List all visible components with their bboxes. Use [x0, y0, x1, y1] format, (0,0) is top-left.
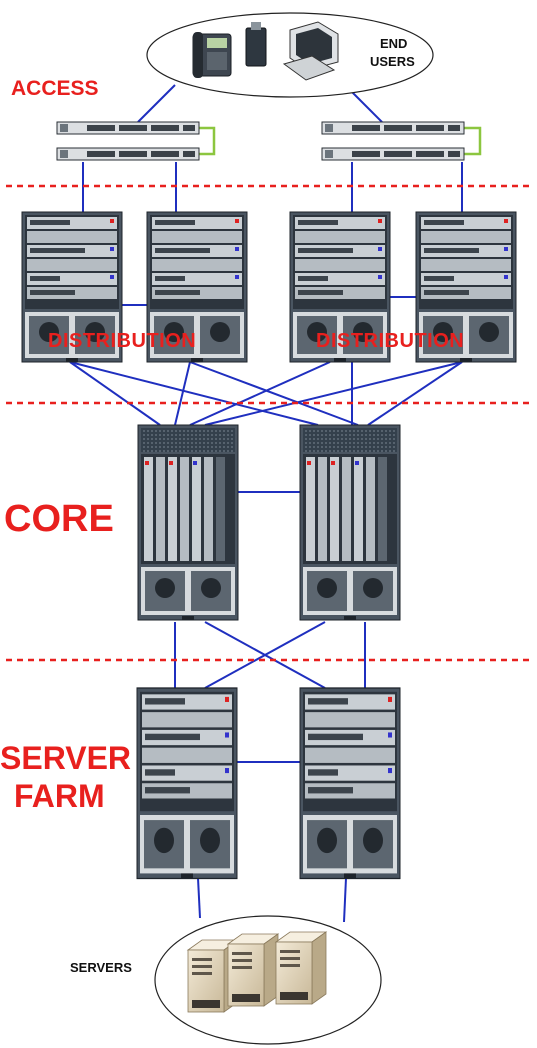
tower-server-icon	[275, 931, 327, 1005]
access-label: ACCESS	[11, 77, 99, 100]
server-farm-label-line2: FARM	[14, 778, 105, 814]
access-switch-left-top	[56, 121, 200, 135]
stack-links	[199, 126, 482, 156]
servers-label: SERVERS	[70, 960, 132, 975]
core-switch-left	[137, 424, 239, 621]
end-users-label-line2: USERS	[370, 54, 415, 69]
access-switch-right-bottom	[321, 147, 465, 161]
server-farm-switch-right	[299, 687, 401, 880]
access-switch-right-top	[321, 121, 465, 135]
ip-phone-icon	[192, 32, 232, 78]
workstation-icon	[282, 21, 339, 81]
links	[69, 84, 463, 923]
access-switch-left-bottom	[56, 147, 200, 161]
distribution-label-right: DISTRIBUTION	[316, 330, 465, 352]
server-farm-label-line1: SERVER	[0, 740, 132, 776]
tower-server-icon	[227, 933, 279, 1007]
server-farm-switch-left	[136, 687, 238, 880]
end-users-label-line1: END	[380, 36, 408, 51]
core-label: CORE	[4, 498, 114, 540]
distribution-label-left: DISTRIBUTION	[48, 330, 197, 352]
usb-device-icon	[245, 22, 267, 67]
core-switch-right	[299, 424, 401, 621]
